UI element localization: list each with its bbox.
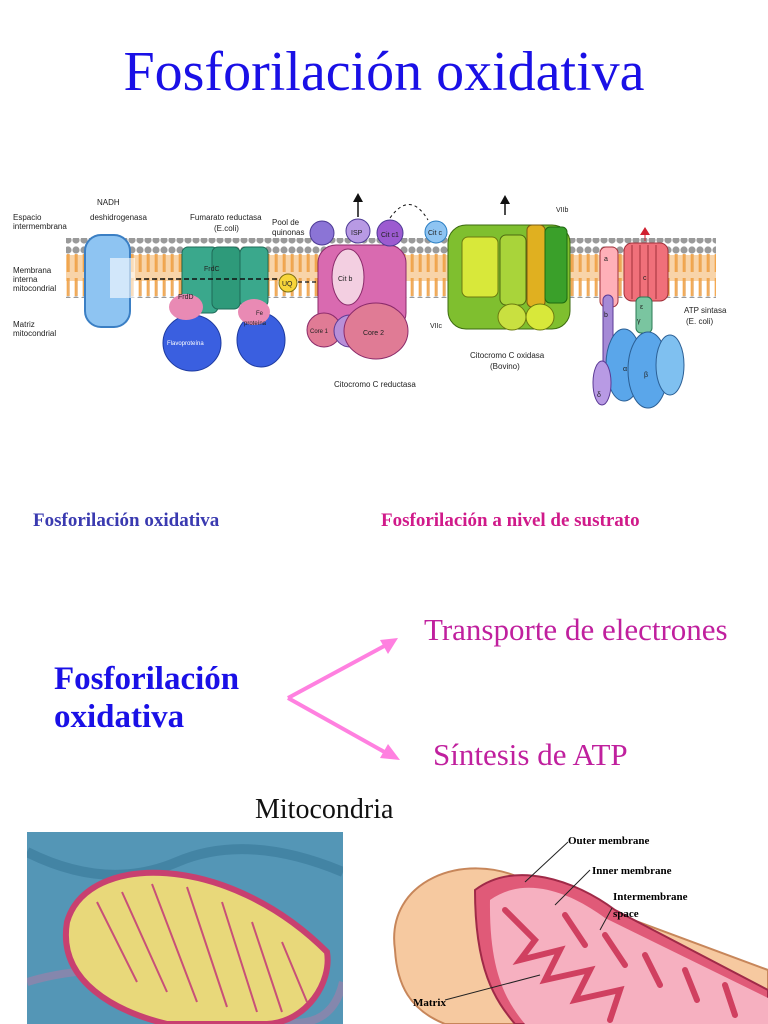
svg-text:Fe: Fe	[256, 311, 264, 317]
label-membrana: Membrana	[13, 266, 52, 275]
svg-text:a: a	[604, 256, 608, 263]
svg-text:Core 2: Core 2	[363, 330, 384, 337]
main-term-line1: Fosforilación	[54, 661, 240, 697]
svg-text:c: c	[643, 275, 647, 282]
svg-text:ε: ε	[640, 304, 643, 311]
label-citocromo-c-oxidasa: Citocromo C oxidasa	[470, 351, 545, 360]
mitochondria-illustration: Outer membrane Inner membrane Intermembr…	[393, 835, 768, 1024]
branch-arrows	[287, 638, 400, 760]
svg-text:Flavoproteína: Flavoproteína	[167, 341, 204, 347]
svg-text:quinonas: quinonas	[272, 228, 304, 237]
svg-text:α: α	[623, 366, 627, 373]
label-matrix: Matrix	[413, 997, 446, 1009]
label-intermembrane: Intermembrane	[613, 891, 688, 903]
svg-text:(Bovino): (Bovino)	[490, 362, 520, 371]
electron-transport-diagram: Espacio intermembrana Membrana interna m…	[13, 193, 727, 409]
label-nadh: NADH	[97, 198, 120, 207]
svg-text:proteína: proteína	[244, 321, 267, 327]
mitochondria-micrograph	[27, 832, 343, 1024]
branch-transporte: Transporte de electrones	[424, 612, 728, 647]
label-atp-sintasa: ATP sintasa	[684, 306, 727, 315]
svg-text:ISP: ISP	[351, 230, 363, 237]
svg-text:(E. coli): (E. coli)	[686, 317, 713, 326]
svg-text:VIIc: VIIc	[430, 323, 443, 330]
label-matriz: Matriz	[13, 320, 35, 329]
subtitle-substrate: Fosforilación a nivel de sustrato	[381, 510, 640, 531]
cytochrome-c-circle	[424, 220, 448, 244]
svg-text:mitocondrial: mitocondrial	[13, 284, 56, 293]
arrow-up	[287, 642, 389, 700]
label-inner-membrane: Inner membrane	[592, 865, 672, 877]
subtitle-oxidative: Fosforilación oxidativa	[33, 510, 220, 531]
svg-text:Cit c1: Cit c1	[381, 232, 399, 239]
svg-text:space: space	[613, 908, 639, 920]
label-pool: Pool de	[272, 218, 300, 227]
svg-text:interna: interna	[13, 275, 38, 284]
page-title: Fosforilación oxidativa	[123, 41, 645, 103]
main-term: Fosforilación oxidativa	[54, 660, 239, 736]
svg-text:intermembrana: intermembrana	[13, 222, 67, 231]
main-term-line2: oxidativa	[54, 699, 185, 735]
arrow-down	[287, 696, 389, 756]
svg-text:δ: δ	[597, 392, 601, 399]
svg-text:mitocondrial: mitocondrial	[13, 329, 56, 338]
svg-text:(E.coli): (E.coli)	[214, 224, 239, 233]
svg-text:UQ: UQ	[282, 281, 293, 288]
svg-text:γ: γ	[637, 318, 641, 325]
svg-text:β: β	[644, 372, 648, 379]
label-outer-membrane: Outer membrane	[568, 835, 649, 847]
svg-text:Cit c: Cit c	[428, 230, 443, 237]
svg-text:b: b	[604, 312, 608, 319]
mitocondria-title: Mitocondria	[255, 794, 394, 825]
svg-text:Cit b: Cit b	[338, 276, 353, 283]
label-fumarato: Fumarato reductasa	[190, 213, 262, 222]
uq-circle	[278, 273, 298, 293]
svg-text:Core 1: Core 1	[310, 329, 329, 335]
svg-text:deshidrogenasa: deshidrogenasa	[90, 213, 147, 222]
atp-synthase-rotor-shape	[623, 242, 669, 302]
svg-text:FrdC: FrdC	[204, 266, 220, 273]
label-espacio: Espacio	[13, 213, 42, 222]
svg-text:VIIb: VIIb	[556, 207, 569, 214]
svg-text:FrdD: FrdD	[178, 294, 194, 301]
label-citocromo-c-reductasa: Citocromo C reductasa	[334, 380, 416, 389]
branch-sintesis: Síntesis de ATP	[433, 737, 628, 772]
